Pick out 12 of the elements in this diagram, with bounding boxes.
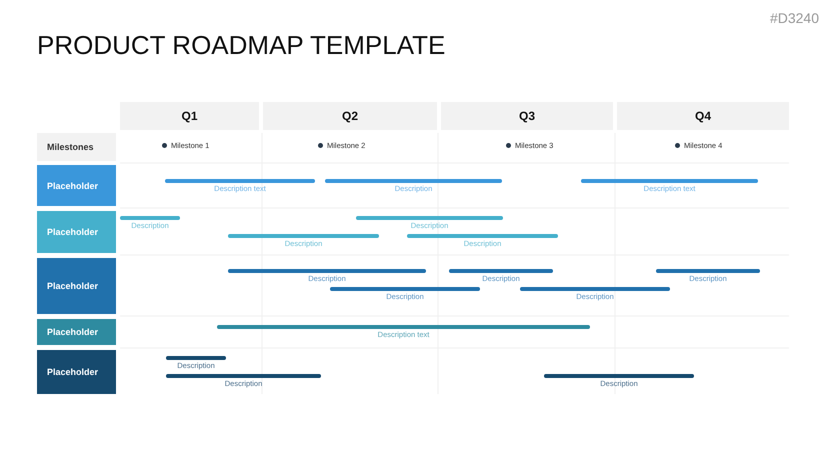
row-header: Placeholder [37, 165, 116, 206]
template-code: #D3240 [770, 10, 819, 26]
row-header: Placeholder [37, 319, 116, 345]
column-header: Q3 [441, 102, 613, 130]
row-header: Placeholder [37, 258, 116, 314]
column-header: Q2 [263, 102, 437, 130]
row-header: Placeholder [37, 350, 116, 394]
row-header: Milestones [37, 133, 116, 161]
page-title: PRODUCT ROADMAP TEMPLATE [37, 30, 446, 61]
row-header: Placeholder [37, 211, 116, 253]
column-header: Q4 [617, 102, 789, 130]
column-header: Q1 [120, 102, 259, 130]
